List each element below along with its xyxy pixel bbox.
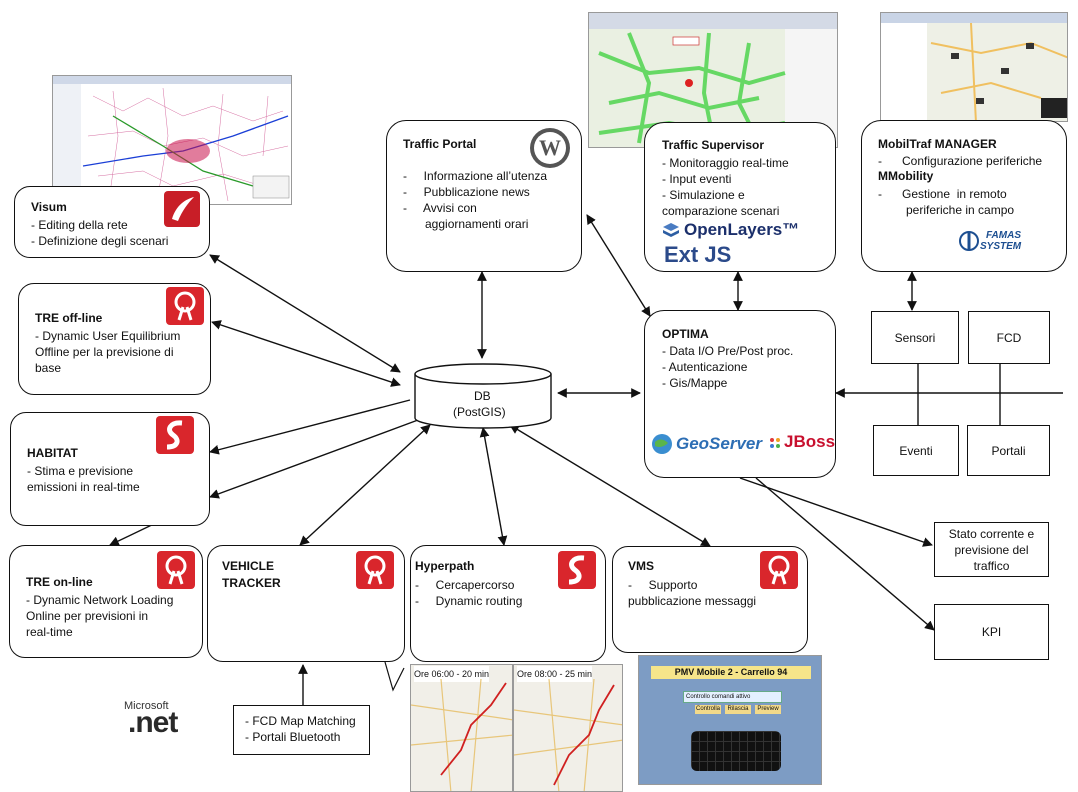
microsoft-logo-text: Microsoft [124, 700, 169, 712]
hyperpath-item-1: - Cercapercorso [415, 578, 515, 592]
habitat-item-2: emissioni in real-time [27, 480, 140, 494]
traffic-portal-item-3: - Avvisi con [403, 201, 477, 215]
optima-item-1: - Data I/O Pre/Post proc. [662, 344, 794, 358]
famas-logo-text-2: SYSTEM [980, 241, 1022, 252]
vehicle-tracker-sub-box [233, 705, 370, 755]
vms-panel-btn-1[interactable]: Controlla [695, 705, 721, 714]
traffic-supervisor-item-4: comparazione scenari [662, 204, 780, 218]
geoserver-logo-icon [650, 432, 674, 456]
tre-online-road-icon [157, 551, 195, 589]
visum-title: Visum [31, 200, 67, 214]
optima-box [644, 310, 836, 478]
vehicle-sub-item-2: - Portali Bluetooth [245, 730, 341, 744]
mobiltraf-title-1: MobilTraf MANAGER [878, 137, 997, 151]
traffic-supervisor-item-3: - Simulazione e [662, 188, 745, 202]
vms-road-icon [760, 551, 798, 589]
portali-box: Portali [967, 425, 1050, 476]
hyperpath-map-left-label: Ore 06:00 - 20 min [414, 666, 490, 682]
jboss-dots-icon [769, 437, 783, 451]
hyperpath-box [410, 545, 606, 662]
extjs-logo-text: Ext JS [664, 242, 732, 267]
visum-logo-icon [164, 191, 200, 227]
vehicle-sub-item-1: - FCD Map Matching [245, 714, 356, 728]
optima-item-3: - Gis/Mappe [662, 376, 728, 390]
db-label-2: (PostGIS) [453, 405, 506, 419]
mobiltraf-item-2: - Gestione in remoto [878, 187, 1007, 201]
tre-offline-road-icon [166, 287, 204, 325]
tre-offline-item-1: - Dynamic User Equilibrium [35, 329, 181, 343]
visum-screenshot [52, 75, 292, 205]
mobiltraf-item-1: - Configurazione periferiche [878, 154, 1043, 168]
hyperpath-item-2: - Dynamic routing [415, 594, 523, 608]
sensori-box: Sensori [871, 311, 959, 364]
mobiltraf-title-2: MMobility [878, 169, 934, 183]
visum-network-map [53, 76, 291, 204]
traffic-portal-item-2: - Pubblicazione news [403, 185, 530, 199]
vehicle-tracker-title-2: TRACKER [222, 576, 281, 590]
traffic-supervisor-item-2: - Input eventi [662, 172, 732, 186]
tre-online-item-2: Online per previsioni in [26, 609, 149, 623]
stato-line-3: traffico [973, 558, 1010, 573]
vms-panel-btn-3[interactable]: Preview [755, 705, 781, 714]
tre-online-item-1: - Dynamic Network Loading [26, 593, 174, 607]
jboss-logo-text: JBoss [784, 432, 836, 451]
vms-panel-btn-2[interactable]: Rilascia [725, 705, 751, 714]
hyperpath-map-right-label: Ore 08:00 - 25 min [517, 666, 593, 682]
traffic-portal-title: Traffic Portal [403, 137, 477, 151]
optima-item-2: - Autenticazione [662, 360, 748, 374]
vms-panel-title: PMV Mobile 2 - Carrello 94 [651, 666, 811, 679]
tre-online-item-3: real-time [26, 625, 73, 639]
traffic-portal-item-4: aggiornamenti orari [425, 217, 529, 231]
hyperpath-logo-icon [558, 551, 596, 589]
habitat-title: HABITAT [27, 446, 78, 460]
famas-logo-icon [958, 230, 980, 252]
fcd-box: FCD [968, 311, 1050, 364]
vms-item-1: - Supporto [628, 578, 698, 592]
mobiltraf-box [861, 120, 1067, 272]
vms-title: VMS [628, 559, 655, 573]
stato-line-1: Stato corrente e [948, 526, 1035, 541]
openlayers-logo-text: OpenLayers™ [684, 220, 800, 239]
openlayers-logo-icon [662, 222, 680, 240]
visum-item-2: - Definizione degli scenari [31, 234, 169, 248]
tre-offline-item-3: base [35, 361, 62, 375]
kpi-box: KPI [934, 604, 1049, 660]
optima-title: OPTIMA [662, 327, 709, 341]
eventi-box: Eventi [873, 425, 959, 476]
db-label-1: DB [474, 389, 491, 403]
vehicle-tracker-title-1: VEHICLE [222, 559, 275, 573]
vms-item-2: pubblicazione messaggi [628, 594, 757, 608]
tre-offline-title: TRE off-line [35, 311, 103, 325]
wordpress-logo-icon: W [530, 128, 570, 168]
habitat-logo-icon [156, 416, 194, 454]
mobiltraf-map [881, 13, 1067, 121]
traffic-supervisor-box [644, 122, 836, 272]
vms-panel-screenshot: PMV Mobile 2 - Carrello 94 Controllo com… [638, 655, 822, 785]
vms-panel-field: Controllo comandi attivo [683, 691, 782, 703]
stato-corrente-box: Stato corrente e previsione del traffico [934, 522, 1049, 577]
hyperpath-title: Hyperpath [415, 559, 475, 573]
mobiltraf-screenshot [880, 12, 1068, 122]
tre-offline-item-2: Offline per la previsione di [35, 345, 174, 359]
hyperpath-map-right: Ore 08:00 - 25 min [513, 664, 623, 792]
famas-logo-text-1: FAMAS [986, 230, 1021, 241]
vehicle-tracker-road-icon [356, 551, 394, 589]
tre-online-title: TRE on-line [26, 575, 93, 589]
hyperpath-map-left: Ore 06:00 - 20 min [410, 664, 513, 792]
dotnet-logo-text: .net [128, 706, 178, 739]
mobiltraf-item-3: periferiche in campo [906, 203, 1015, 217]
vms-led-matrix [691, 731, 781, 771]
visum-item-1: - Editing della rete [31, 218, 128, 232]
stato-line-2: previsione del [954, 542, 1029, 557]
traffic-supervisor-item-1: - Monitoraggio real-time [662, 156, 789, 170]
habitat-item-1: - Stima e previsione [27, 464, 134, 478]
traffic-supervisor-title: Traffic Supervisor [662, 138, 765, 152]
geoserver-logo-text: GeoServer [676, 434, 762, 453]
traffic-portal-item-1: - Informazione all’utenza [403, 169, 548, 183]
